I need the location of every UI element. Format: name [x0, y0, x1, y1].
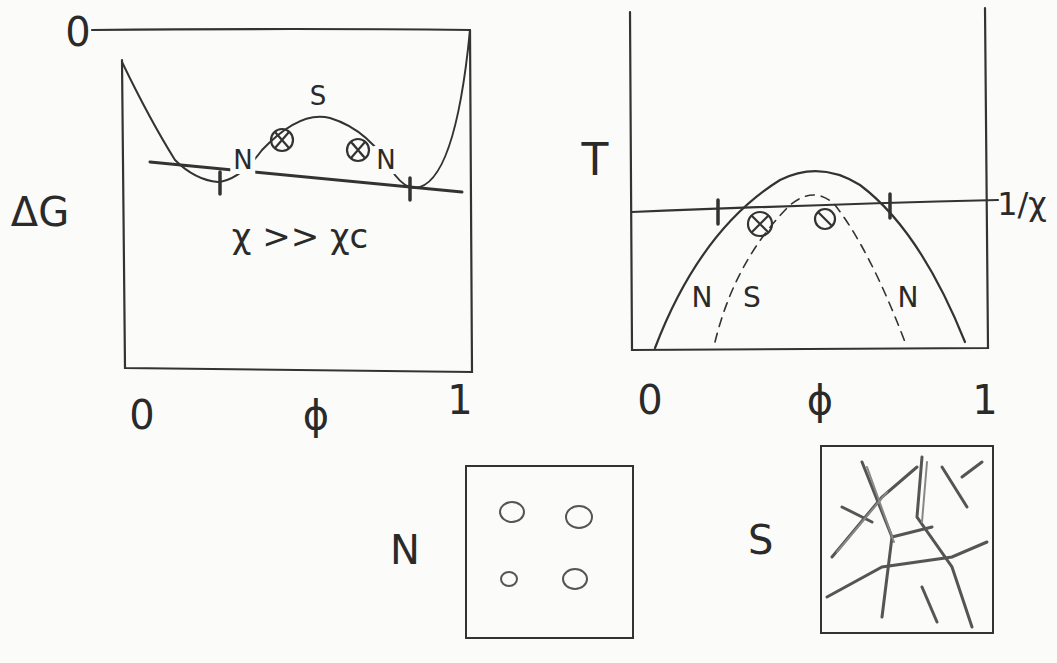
sketch-label: N — [230, 146, 255, 174]
sketch-label: T — [579, 137, 612, 183]
morphology-box: S — [748, 442, 996, 637]
morphology-frame — [465, 465, 634, 639]
sketch-label: S — [740, 283, 764, 313]
sketch-label: N — [895, 283, 922, 313]
spinodal-curve — [715, 195, 905, 342]
droplet-morphology — [467, 467, 632, 637]
spinodal-marks-right — [748, 209, 835, 236]
temperature-frame — [630, 8, 988, 350]
sketch-label: 0 — [62, 11, 93, 53]
morphology-label: N — [390, 530, 420, 570]
binodal-ticks — [718, 194, 890, 224]
tangent-ticks — [220, 172, 410, 200]
temperature-line — [632, 200, 998, 212]
sketch-label: N — [373, 146, 398, 174]
sketch-label: 0 — [126, 394, 157, 436]
sketch-label: 1 — [969, 379, 1000, 421]
sketch-label: 0 — [634, 379, 665, 421]
sketch-label: ϕ — [804, 379, 836, 421]
common-tangent — [150, 162, 462, 192]
bicontinuous-morphology — [822, 447, 992, 632]
morphology-box: N — [390, 462, 635, 637]
spinodal-marks — [271, 129, 369, 161]
binodal-curve — [655, 171, 965, 348]
free-energy-frame — [122, 30, 472, 372]
sketch-label: ΔG — [8, 191, 72, 233]
sketch-label: 1 — [444, 379, 475, 421]
sketch-label: χ >> χc — [229, 218, 372, 254]
morphology-frame — [820, 445, 994, 634]
zero-line — [92, 29, 470, 30]
morphology-label: S — [748, 520, 773, 560]
sketch-label: N — [689, 283, 716, 313]
sketch-label: 1/χ — [994, 187, 1050, 221]
sketch-label: ϕ — [300, 394, 332, 436]
sketch-label: S — [307, 82, 330, 110]
